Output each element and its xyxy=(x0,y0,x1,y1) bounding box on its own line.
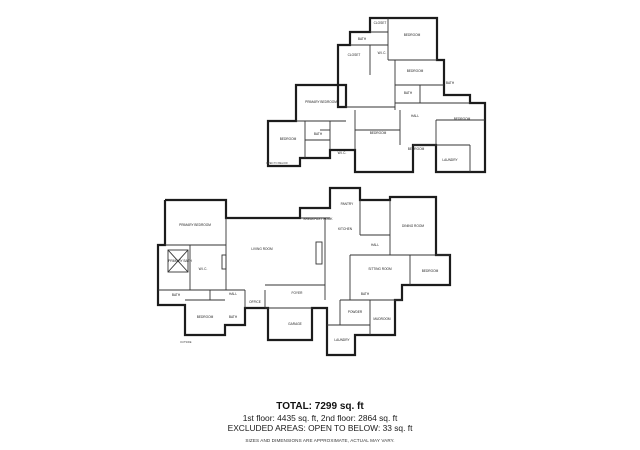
disclaimer: SIZES AND DIMENSIONS ARE APPROXIMATE, AC… xyxy=(245,437,395,443)
room-label: BEDROOM xyxy=(422,269,439,273)
room-label: PRIMARY BEDROOM xyxy=(305,100,337,104)
room-label: MUDROOM xyxy=(373,317,391,321)
room-label: BATH xyxy=(172,293,181,297)
room-label: W.I.C. xyxy=(338,151,347,155)
room-label: GARAGE xyxy=(288,322,302,326)
room-label: W.I.C. xyxy=(378,51,387,55)
room-label: LAUNDRY xyxy=(334,338,350,342)
total-area: TOTAL: 7299 sq. ft xyxy=(276,401,364,412)
area-summary: TOTAL: 7299 sq. ft 1st floor: 4435 sq. f… xyxy=(0,401,640,446)
room-label: BATH xyxy=(361,292,370,296)
open-to-below-note: OPEN TO BELOW xyxy=(266,161,288,165)
room-label: BATH xyxy=(446,81,455,85)
excluded-areas: EXCLUDED AREAS: OPEN TO BELOW: 33 sq. ft xyxy=(227,423,413,433)
floor-plan: CLOSET BEDROOM BATH W.I.C. BEDROOM CLOSE… xyxy=(156,16,487,357)
first-floor-plan: PRIMARY BEDROOM W.I.C. PRIMARY BATH BATH… xyxy=(156,186,452,357)
room-label: CLOSET xyxy=(348,53,361,57)
room-label: FOYER xyxy=(292,291,304,295)
room-label: POWDER xyxy=(348,310,363,314)
room-label: HALL xyxy=(229,292,237,296)
outside-note: OUTSIDE xyxy=(180,340,192,344)
room-label: PANTRY xyxy=(341,202,355,206)
room-label: BEDROOM xyxy=(370,131,387,135)
room-label: BEDROOM xyxy=(454,117,471,121)
room-label: BEDROOM xyxy=(404,33,421,37)
room-label: OFFICE xyxy=(249,300,261,304)
room-label: BEDROOM xyxy=(280,137,297,141)
room-label: DINING ROOM xyxy=(402,224,424,228)
room-label: W.I.C. xyxy=(199,267,208,271)
room-label: PRIMARY BEDROOM xyxy=(179,223,211,227)
second-floor-plan: CLOSET BEDROOM BATH W.I.C. BEDROOM CLOSE… xyxy=(266,16,487,174)
room-label: BEDROOM xyxy=(197,315,214,319)
room-label: BEDROOM xyxy=(407,69,424,73)
room-label: BATH xyxy=(358,37,367,41)
room-label: KITCHEN xyxy=(338,227,353,231)
room-label: BATH xyxy=(314,132,323,136)
room-label: CLOSET xyxy=(374,21,387,25)
room-label: BATH xyxy=(404,91,413,95)
room-label: LIVING ROOM xyxy=(251,247,273,251)
floor-areas: 1st floor: 4435 sq. ft, 2nd floor: 2864 … xyxy=(242,412,398,423)
room-label: LAUNDRY xyxy=(442,158,458,162)
room-label: SITTING ROOM xyxy=(368,267,392,271)
room-label: BEDROOM xyxy=(408,147,425,151)
room-label: PRIMARY BATH xyxy=(168,259,192,263)
room-label: HALL xyxy=(371,243,379,247)
room-label: BATH xyxy=(229,315,238,319)
room-label: BREAKFAST NOOK xyxy=(304,217,334,221)
stairs xyxy=(167,249,189,273)
room-label: HALL xyxy=(411,114,419,118)
